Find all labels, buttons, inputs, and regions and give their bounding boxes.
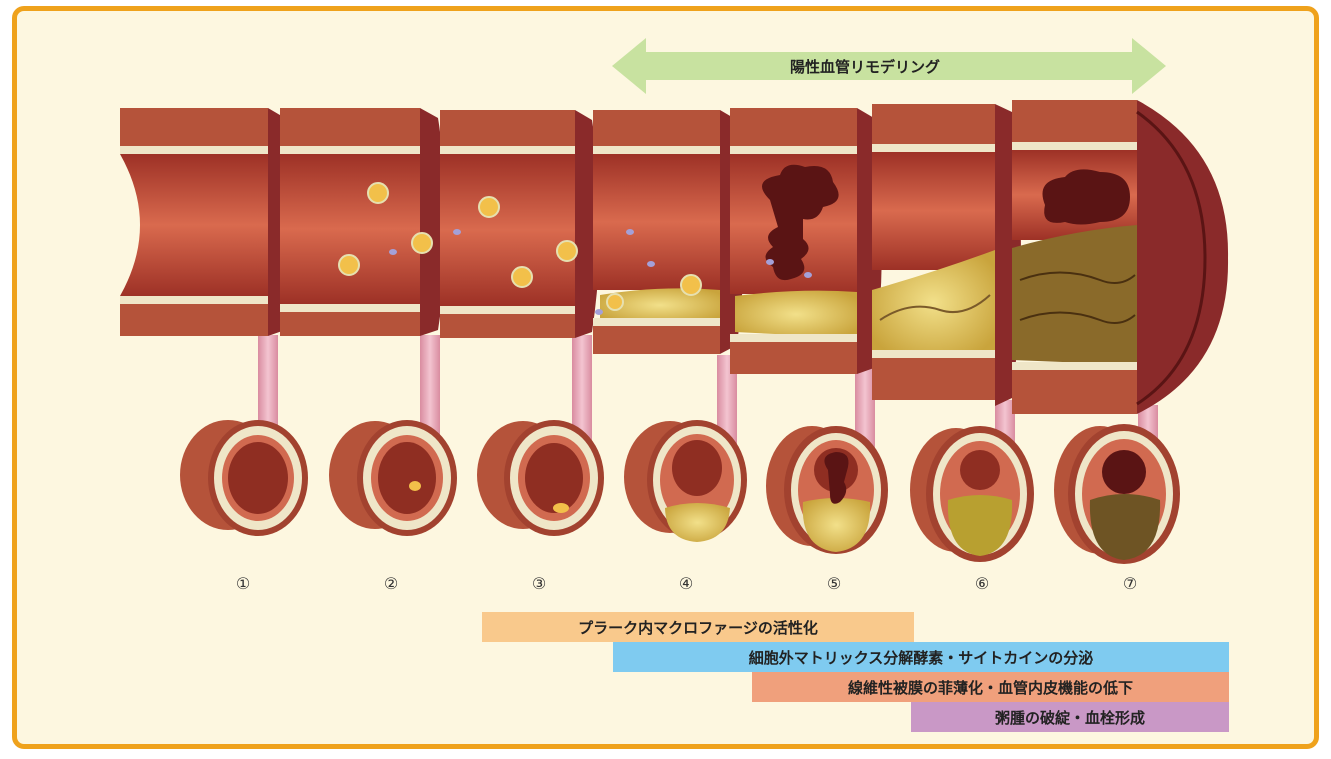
stage-number-2: ② — [379, 574, 403, 593]
phase-bar-enzyme-secretion: 細胞外マトリックス分解酵素・サイトカインの分泌 — [613, 642, 1229, 672]
stage-number-6: ⑥ — [970, 574, 994, 593]
phase-label-4: 粥腫の破綻・血栓形成 — [995, 707, 1145, 728]
stage-number-3: ③ — [527, 574, 551, 593]
phase-label-1: プラーク内マクロファージの活性化 — [578, 617, 818, 638]
phase-bar-fibrous-cap-thinning: 線維性被膜の菲薄化・血管内皮機能の低下 — [752, 672, 1229, 702]
remodeling-label: 陽性血管リモデリング — [790, 56, 940, 77]
stage-number-4: ④ — [674, 574, 698, 593]
stage-number-7: ⑦ — [1118, 574, 1142, 593]
phase-label-3: 線維性被膜の菲薄化・血管内皮機能の低下 — [848, 677, 1133, 698]
stage-number-5: ⑤ — [822, 574, 846, 593]
stage-number-1: ① — [231, 574, 255, 593]
cross-sections — [180, 420, 1180, 564]
vessel-segments — [120, 100, 1228, 414]
phase-bar-macrophage-activation: プラーク内マクロファージの活性化 — [482, 612, 914, 642]
phase-bar-plaque-rupture: 粥腫の破綻・血栓形成 — [911, 702, 1229, 732]
phase-label-2: 細胞外マトリックス分解酵素・サイトカインの分泌 — [749, 647, 1094, 668]
